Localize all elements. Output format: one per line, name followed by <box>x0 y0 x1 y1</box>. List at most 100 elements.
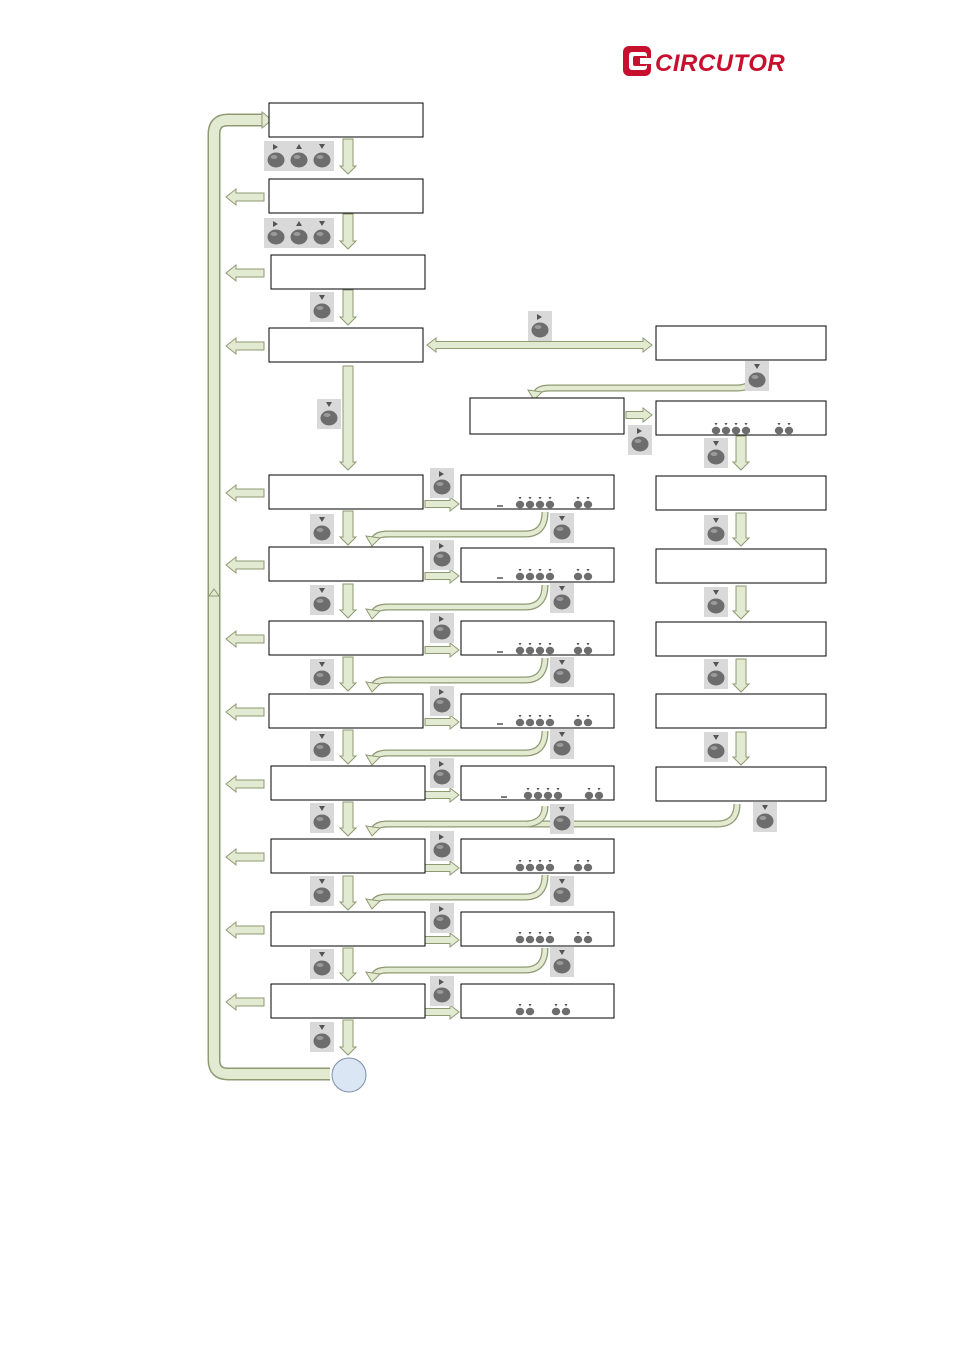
escape-arrow-9 <box>225 847 265 867</box>
escape-arrow-2 <box>225 263 265 283</box>
right-key-1[interactable] <box>430 468 454 498</box>
mid-screen-1 <box>469 397 625 435</box>
brand-name: CIRCUTOR <box>655 50 785 77</box>
down-key-edit-5[interactable] <box>550 804 574 834</box>
down-key-main-8[interactable] <box>310 876 334 906</box>
down-key-main-1[interactable] <box>310 292 334 322</box>
main-screen-6 <box>268 546 424 582</box>
nav-key-1[interactable] <box>264 141 288 171</box>
escape-arrow-1 <box>225 187 265 207</box>
down-key-right-bottom[interactable] <box>753 802 777 832</box>
main-screen-8 <box>268 693 424 729</box>
main-screen-11 <box>270 911 426 947</box>
down-key-main-5[interactable] <box>310 659 334 689</box>
enter-arrow-5 <box>424 786 460 804</box>
down-key-edit-7[interactable] <box>550 947 574 977</box>
nav-key-5[interactable] <box>287 218 311 248</box>
down-key-edit-4[interactable] <box>550 729 574 759</box>
main-screen-7 <box>268 620 424 656</box>
down-arrow-main-2 <box>338 213 358 250</box>
main-screen-2 <box>268 178 424 214</box>
main-screen-5 <box>268 474 424 510</box>
down-key-main-3[interactable] <box>310 514 334 544</box>
down-arrow-right-5 <box>731 731 751 766</box>
right-screen-5 <box>655 621 827 657</box>
down-arrow-main-5 <box>338 510 358 546</box>
down-arrow-main-3 <box>338 289 358 326</box>
right-screen-3 <box>655 475 827 511</box>
down-key-right-5[interactable] <box>704 732 728 762</box>
down-key-right-4[interactable] <box>704 659 728 689</box>
down-key-main-9[interactable] <box>310 949 334 979</box>
main-screen-9 <box>270 765 426 801</box>
down-arrow-main-4 <box>338 365 358 471</box>
down-arrow-right-3 <box>731 585 751 620</box>
right-key-5[interactable] <box>430 758 454 788</box>
down-key-edit-6[interactable] <box>550 876 574 906</box>
main-screen-10 <box>270 838 426 874</box>
right-key-2[interactable] <box>430 540 454 570</box>
enter-arrow-3 <box>424 641 460 659</box>
down-key-main-2[interactable] <box>317 399 341 429</box>
down-key-right-1[interactable] <box>704 438 728 468</box>
right-screen-4 <box>655 548 827 584</box>
escape-arrow-8 <box>225 774 265 794</box>
down-arrow-main-11 <box>338 947 358 982</box>
right-key-top[interactable] <box>528 311 552 341</box>
right-key-8[interactable] <box>430 976 454 1006</box>
enter-arrow-4 <box>424 713 460 731</box>
nav-key-4[interactable] <box>264 218 288 248</box>
nav-key-2[interactable] <box>287 141 311 171</box>
right-key-6[interactable] <box>430 831 454 861</box>
down-key-edit-2[interactable] <box>550 583 574 613</box>
screens-layer <box>268 102 827 1019</box>
right-key-7[interactable] <box>430 903 454 933</box>
enter-arrow-2 <box>424 567 460 585</box>
right-screen-6 <box>655 693 827 729</box>
escape-arrow-4 <box>225 483 265 503</box>
right-screen-7 <box>655 766 827 802</box>
down-key-right-2[interactable] <box>704 515 728 545</box>
right-screen-1 <box>655 325 827 361</box>
enter-arrow-6 <box>424 859 460 877</box>
enter-arrow-7 <box>424 931 460 949</box>
down-arrow-main-1 <box>338 138 358 175</box>
main-screen-3 <box>270 254 426 290</box>
escape-arrow-10 <box>225 920 265 940</box>
enter-arrow-8 <box>424 1003 460 1021</box>
enter-arrow-1 <box>424 495 460 513</box>
down-arrow-main-8 <box>338 729 358 765</box>
down-arrow-right-4 <box>731 658 751 693</box>
down-arrow-main-10 <box>338 875 358 911</box>
end-circle-icon <box>331 1057 367 1093</box>
edit-screen-8 <box>460 983 615 1019</box>
down-arrow-right-2 <box>731 512 751 547</box>
nav-key-3[interactable] <box>310 141 334 171</box>
escape-arrow-11 <box>225 992 265 1012</box>
keys-layer <box>264 141 794 1052</box>
nav-key-6[interactable] <box>310 218 334 248</box>
enter-arrow-mid <box>625 406 653 424</box>
down-key-edit-1[interactable] <box>550 513 574 543</box>
return-loop-arrowhead <box>261 110 273 130</box>
right-key-mid[interactable] <box>628 425 652 455</box>
down-arrow-right-1 <box>731 435 751 471</box>
bidirectional-arrow <box>426 336 653 354</box>
down-key-main-6[interactable] <box>310 731 334 761</box>
down-key-edit-3[interactable] <box>550 657 574 687</box>
escape-arrow-3 <box>225 336 265 356</box>
right-key-4[interactable] <box>430 686 454 716</box>
escape-arrow-6 <box>225 629 265 649</box>
down-arrow-main-7 <box>338 656 358 692</box>
down-key-main-10[interactable] <box>310 1022 334 1052</box>
escape-arrow-5 <box>225 555 265 575</box>
escape-arrow-7 <box>225 702 265 722</box>
down-key-right-top[interactable] <box>745 361 769 391</box>
down-key-right-3[interactable] <box>704 587 728 617</box>
down-key-main-4[interactable] <box>310 585 334 615</box>
main-screen-1 <box>268 102 424 138</box>
down-key-main-7[interactable] <box>310 803 334 833</box>
right-key-3[interactable] <box>430 613 454 643</box>
